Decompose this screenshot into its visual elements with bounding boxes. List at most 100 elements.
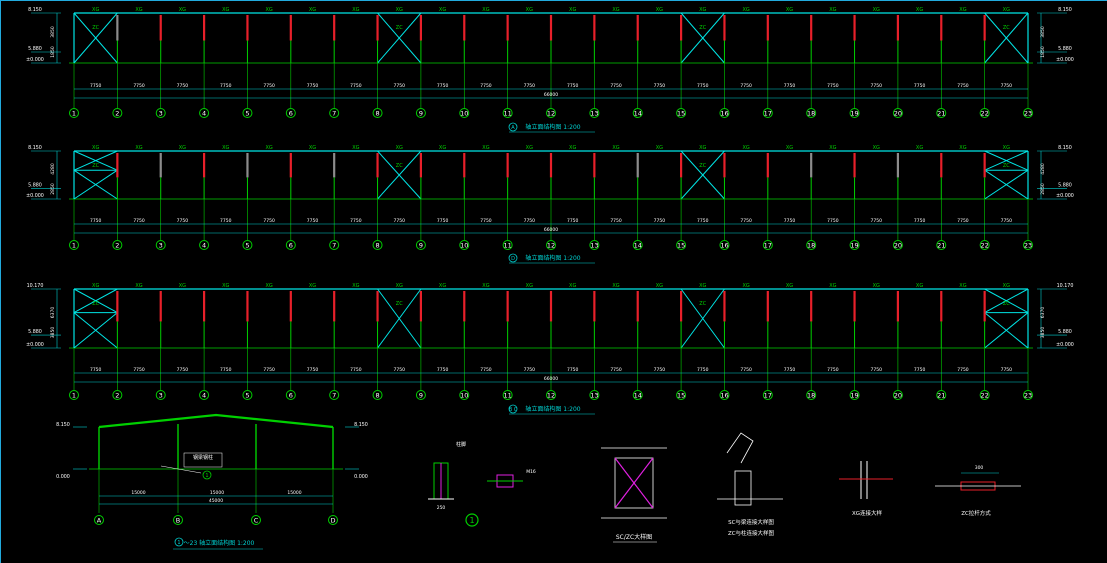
axis-number: 18 — [807, 242, 815, 250]
level-text-right: 5.880 — [1058, 329, 1072, 335]
axis-number: 18 — [807, 392, 815, 400]
beam-label: XG — [612, 145, 619, 151]
beam-label: XG — [352, 283, 359, 289]
span-dimension-text: 15000 — [210, 490, 224, 496]
bay-dimension-text: 7750 — [177, 83, 189, 89]
axis-bubble — [415, 390, 426, 400]
axis-bubble — [546, 240, 556, 250]
level-text-left: ±0.000 — [26, 57, 44, 63]
bay-dimension-text: 7750 — [524, 83, 536, 89]
axis-bubble — [285, 108, 296, 118]
x-brace — [377, 150, 422, 200]
axis-number: 8 — [375, 110, 379, 118]
axis-bubble — [719, 390, 730, 400]
beam-label: XG — [439, 283, 446, 289]
axis-number: 1 — [72, 110, 76, 118]
beam-label: XG — [656, 145, 663, 151]
bay-dimension-text: 7750 — [871, 367, 883, 373]
elevation-title-bubble — [508, 253, 518, 263]
x-brace — [680, 288, 725, 349]
axis-bubble — [806, 108, 817, 118]
elevation-title: 轴立面结构图 1:200 — [525, 405, 580, 413]
side-dimension-text: 4280 — [50, 163, 56, 175]
beam-label: XG — [959, 7, 966, 13]
level-text-left: ±0.000 — [26, 342, 44, 348]
axis-number: 1 — [72, 392, 76, 400]
axis-number: 7 — [332, 392, 336, 400]
axis-bubble — [69, 390, 79, 400]
axis-number: 13 — [590, 110, 598, 118]
section-level-right-top: 8.150 — [354, 422, 368, 428]
axis-bubble — [155, 108, 166, 118]
brace-label: ZC — [396, 25, 403, 31]
axis-bubble — [112, 108, 123, 118]
elevation-title-bubble — [508, 404, 518, 414]
beam-label: XG — [482, 283, 489, 289]
level-text-right: ±0.000 — [1056, 57, 1074, 63]
axis-number: 14 — [634, 110, 642, 118]
axis-bubble — [589, 108, 600, 118]
section-level-left-top: 8.150 — [56, 422, 70, 428]
bay-dimension-text: 7750 — [871, 218, 883, 224]
level-text-right: 5.880 — [1058, 182, 1072, 188]
axis-number: 8 — [375, 392, 379, 400]
beam-label: XG — [916, 283, 923, 289]
beam-label: XG — [309, 283, 316, 289]
axis-bubble — [676, 240, 687, 250]
brace-label: ZC — [699, 163, 706, 169]
level-text-left: 10.170 — [27, 283, 44, 289]
section-title-bubble — [174, 537, 184, 547]
beam-label: XG — [873, 145, 880, 151]
axis-number: 13 — [590, 392, 598, 400]
axis-bubble — [676, 390, 687, 400]
x-brace — [73, 169, 118, 200]
beam-label: XG — [612, 283, 619, 289]
bay-dimension-text: 7750 — [1001, 218, 1013, 224]
bay-dimension-text: 7750 — [90, 367, 102, 373]
elevation-title: 轴立面结构图 1:200 — [525, 123, 580, 131]
bay-dimension-text: 7750 — [350, 218, 362, 224]
bay-dimension-text: 7750 — [957, 218, 969, 224]
leader-line — [160, 465, 202, 474]
bay-dimension-text: 7750 — [610, 367, 622, 373]
brace-label: ZC — [699, 25, 706, 31]
axis-number: 12 — [547, 392, 555, 400]
bay-dimension-text: 7750 — [133, 367, 145, 373]
axis-number: 16 — [720, 110, 728, 118]
beam-label: XG — [396, 145, 403, 151]
beam-label: XG — [222, 7, 229, 13]
axis-number: 15 — [677, 392, 685, 400]
bay-dimension-text: 7750 — [307, 218, 319, 224]
axis-number: 10 — [460, 242, 468, 250]
axis-bubble — [502, 390, 513, 400]
detail-bubble-label: 1 — [469, 516, 474, 525]
axis-bubble — [69, 108, 79, 118]
bay-dimension-text: 7750 — [437, 367, 449, 373]
axis-number: 13 — [590, 242, 598, 250]
section-title: ～23 轴立面结构图 1:200 — [184, 539, 255, 547]
bay-dimension-text: 7750 — [263, 367, 275, 373]
axis-bubble — [415, 108, 426, 118]
beam-label: XG — [569, 7, 576, 13]
axis-letter: C — [254, 517, 259, 525]
axis-number: 17 — [764, 242, 772, 250]
axis-number: 19 — [850, 392, 858, 400]
brace-label: ZC — [92, 163, 99, 169]
axis-number: 3 — [159, 392, 163, 400]
bay-dimension-text: 7750 — [740, 218, 752, 224]
axis-bubble — [242, 390, 253, 400]
elevation-title: 轴立面结构图 1:200 — [525, 254, 580, 262]
axis-bubble — [892, 390, 903, 400]
x-brace — [984, 150, 1029, 171]
detail-note: M16 — [526, 469, 536, 475]
bay-dimension-text: 7750 — [914, 367, 926, 373]
brace-label: ZC — [1003, 25, 1010, 31]
bay-dimension-text: 7750 — [957, 83, 969, 89]
axis-number: 7 — [332, 110, 336, 118]
beam-label: XG — [439, 145, 446, 151]
beam-label: XG — [829, 7, 836, 13]
axis-bubble — [199, 390, 210, 400]
axis-bubble — [285, 240, 296, 250]
axis-number: 12 — [547, 242, 555, 250]
